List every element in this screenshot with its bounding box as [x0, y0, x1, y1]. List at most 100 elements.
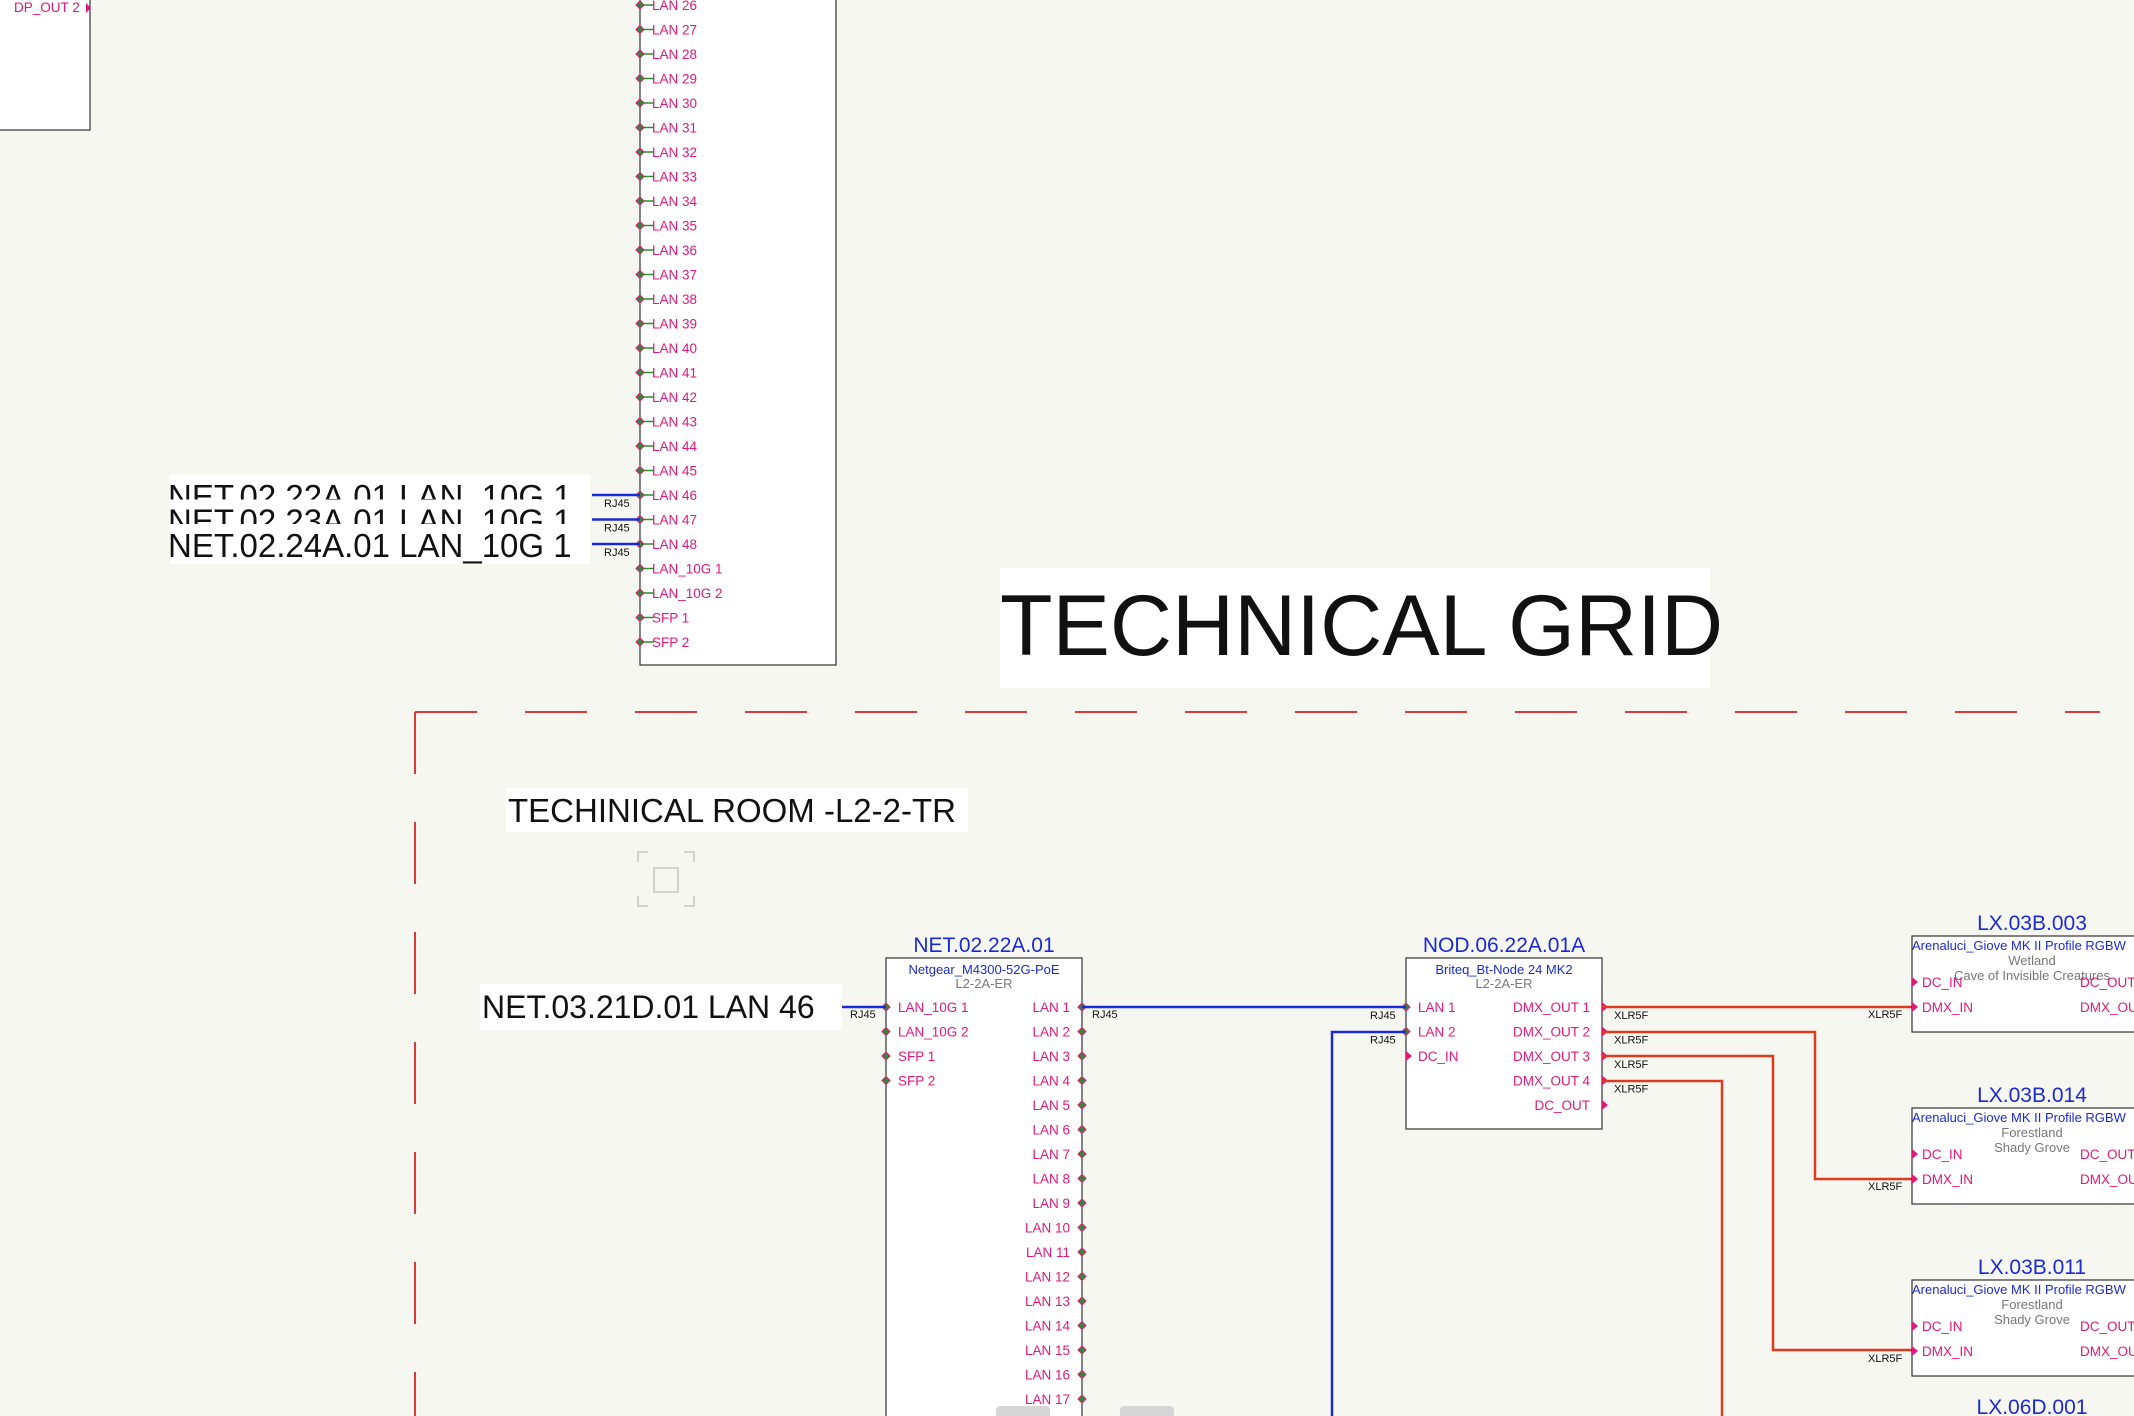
top-switch-port-label: LAN 33 — [652, 170, 697, 185]
link-connector-label: RJ45 — [604, 523, 630, 535]
port-pin-icon[interactable] — [635, 171, 645, 182]
node-left-port-label: DC_IN — [1418, 1049, 1459, 1064]
top-switch-port-label: LAN 35 — [652, 219, 697, 234]
net-switch-left-port-label: LAN_10G 1 — [898, 1000, 969, 1015]
port-pin-icon[interactable] — [635, 245, 645, 255]
node-out-connector-label: XLR5F — [1614, 1084, 1649, 1096]
dmx-wires[interactable] — [1602, 1005, 1912, 1416]
fixture-line1: Forestland — [2001, 1297, 2062, 1312]
fixture-left-port-label: DMX_IN — [1922, 1172, 1973, 1187]
port-pin-icon[interactable] — [635, 24, 645, 35]
fixture-device[interactable]: LX.06D.001 — [1977, 1396, 2088, 1416]
port-pin-icon[interactable] — [635, 0, 645, 10]
fixture-left-port-label: DC_IN — [1922, 1147, 1963, 1162]
port-pin-icon[interactable] — [881, 1051, 891, 1061]
port-pin-icon[interactable] — [635, 318, 645, 329]
port-pin-icon[interactable] — [635, 367, 645, 378]
node-location: L2-2A-ER — [1475, 976, 1532, 991]
port-pin-icon[interactable] — [1077, 1369, 1087, 1380]
scroll-tab[interactable] — [1120, 1406, 1174, 1416]
net-switch-right-port-label: LAN 8 — [1032, 1172, 1070, 1187]
port-pin-icon[interactable] — [1077, 1296, 1087, 1306]
fixture-box — [1911, 1107, 2134, 1205]
port-pin-icon[interactable] — [1077, 1051, 1087, 1061]
top-switch-port-label: LAN 47 — [652, 513, 697, 528]
top-left-device[interactable]: DP_OUT 2 — [0, 0, 91, 131]
net-switch-right-port-label: LAN 1 — [1032, 1000, 1070, 1015]
port-pin-icon[interactable] — [1077, 1198, 1087, 1208]
lan-wire-node-lan2[interactable] — [1330, 1030, 1406, 1416]
net-switch-right-port-label: LAN 14 — [1025, 1319, 1071, 1334]
fixture-line2: Shady Grove — [1994, 1312, 2070, 1327]
technical-room-zone-border — [414, 711, 2100, 1416]
net-switch-device[interactable] — [885, 957, 1083, 1416]
port-pin-icon[interactable] — [881, 1026, 891, 1037]
net-switch-right-port-label: LAN 10 — [1025, 1221, 1070, 1236]
port-pin-icon[interactable] — [635, 637, 645, 647]
port-pin-icon[interactable] — [635, 343, 645, 353]
top-switch-port-label: LAN 34 — [652, 194, 698, 209]
top-switch-port-label: LAN 48 — [652, 537, 697, 552]
port-pin-icon[interactable] — [635, 196, 645, 206]
port-pin-icon[interactable] — [1077, 1149, 1087, 1159]
port-pin-icon[interactable] — [635, 49, 645, 59]
port-pin-icon[interactable] — [635, 269, 645, 280]
fixture-right-port-label: DC_OUT — [2080, 1147, 2134, 1162]
port-pin-icon[interactable] — [1077, 1100, 1087, 1110]
scroll-tab[interactable] — [996, 1406, 1050, 1416]
dmx-node-device[interactable] — [1405, 957, 1603, 1130]
port-pin-icon[interactable] — [1077, 1075, 1087, 1086]
top-left-port-label: DP_OUT 2 — [14, 0, 80, 15]
port-pin-icon[interactable] — [635, 612, 645, 623]
port-pin-icon[interactable] — [635, 465, 645, 476]
link-connector-label: RJ45 — [604, 547, 630, 559]
top-switch-port-label: LAN 38 — [652, 292, 697, 307]
port-arrow-icon — [1406, 1051, 1412, 1061]
top-switch-port-label: SFP 1 — [652, 611, 689, 626]
node-right-port-label: DMX_OUT 2 — [1513, 1025, 1590, 1040]
port-pin-icon[interactable] — [1077, 1124, 1087, 1135]
port-arrow-icon — [1912, 1346, 1918, 1356]
port-pin-icon[interactable] — [635, 563, 645, 574]
port-pin-icon[interactable] — [635, 416, 645, 427]
port-pin-icon[interactable] — [1077, 1247, 1087, 1257]
port-pin-icon[interactable] — [881, 1075, 891, 1086]
top-switch-port-label: LAN 30 — [652, 96, 697, 111]
port-pin-icon[interactable] — [635, 98, 645, 108]
top-switch-device[interactable] — [639, 0, 837, 666]
port-pin-icon[interactable] — [1077, 1222, 1087, 1233]
port-pin-icon[interactable] — [1077, 1394, 1087, 1404]
port-pin-icon[interactable] — [635, 220, 645, 231]
port-pin-icon[interactable] — [1077, 1271, 1087, 1282]
port-pin-icon[interactable] — [1077, 1320, 1087, 1331]
port-pin-icon[interactable] — [635, 294, 645, 304]
port-pin-icon[interactable] — [635, 73, 645, 84]
node-right-port-label: DMX_OUT 3 — [1513, 1049, 1590, 1064]
top-switch-port-label: LAN 45 — [652, 464, 697, 479]
port-arrow-icon — [86, 3, 91, 13]
port-pin-icon[interactable] — [635, 588, 645, 598]
net-switch-right-port-label: LAN 7 — [1032, 1147, 1070, 1162]
switch-out-connector-label: RJ45 — [1092, 1009, 1118, 1021]
link-connector-label: RJ45 — [604, 498, 630, 510]
fixture-model: Arenaluci_Giove MK II Profile RGBW — [1912, 1110, 2127, 1125]
net-switch-right-port-label: LAN 15 — [1025, 1343, 1070, 1358]
port-pin-icon[interactable] — [635, 122, 645, 133]
node-model: Briteq_Bt-Node 24 MK2 — [1435, 962, 1572, 977]
port-pin-icon[interactable] — [1077, 1026, 1087, 1037]
placeholder-symbol-icon[interactable] — [637, 851, 695, 907]
port-pin-icon[interactable] — [1077, 1173, 1087, 1184]
port-pin-icon[interactable] — [635, 147, 645, 157]
port-pin-icon[interactable] — [635, 392, 645, 402]
port-pin-icon[interactable] — [635, 441, 645, 451]
port-pin-icon[interactable] — [1077, 1345, 1087, 1355]
net-switch-right-port-label: LAN 4 — [1032, 1074, 1070, 1089]
title-background — [1000, 568, 1710, 688]
fixture-right-port-label: DMX_OUT — [2080, 1172, 2134, 1187]
net-switch-location: L2-2A-ER — [955, 976, 1012, 991]
net-switch-right-port-label: LAN 11 — [1026, 1245, 1070, 1260]
